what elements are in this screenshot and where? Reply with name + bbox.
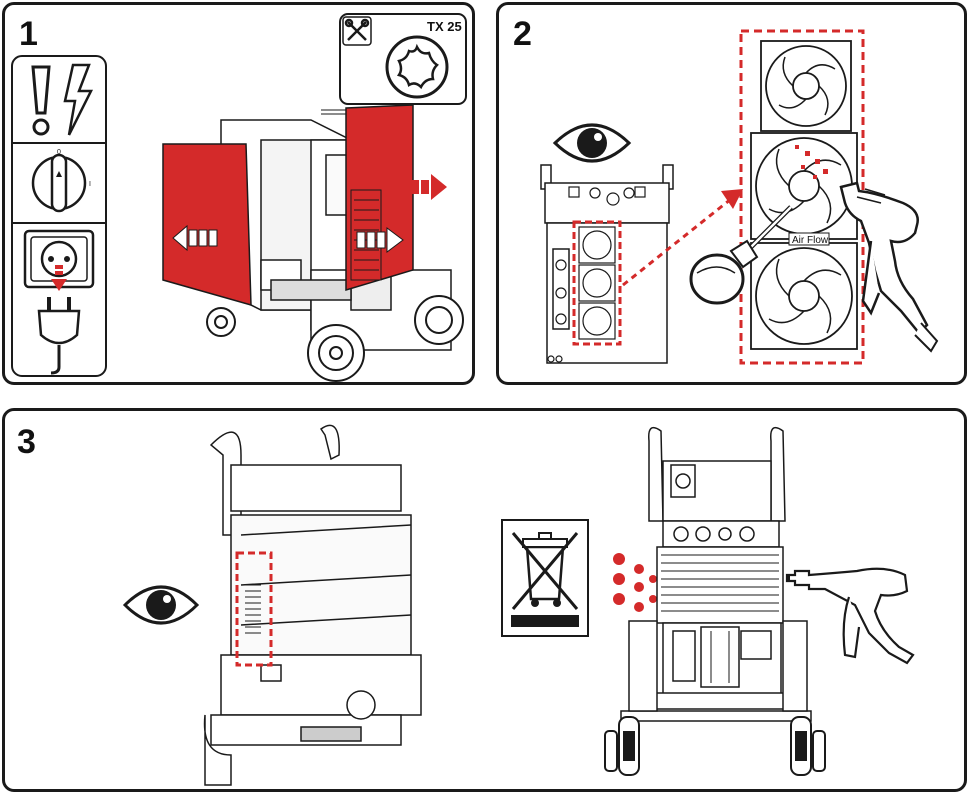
air-gun-icon — [839, 181, 939, 353]
machine-rear-view — [540, 164, 674, 364]
rear-fan-stack — [578, 226, 616, 340]
machine-front-view — [604, 426, 826, 776]
tool-size-label: TX 25 — [427, 19, 462, 34]
highlight-fans — [572, 220, 622, 346]
left-side-panel — [162, 143, 252, 307]
torx-icon — [396, 43, 439, 90]
eye-icon — [122, 585, 200, 625]
remove-right-arrow — [401, 174, 447, 200]
panel-step-1: 1 0 I — [2, 2, 475, 385]
svg-text:I: I — [89, 181, 91, 188]
tools-icon — [344, 18, 370, 41]
svg-text:0: 0 — [57, 149, 61, 156]
weee-bin-icon — [501, 519, 589, 637]
safety-column: 0 I — [11, 55, 107, 377]
machine-panel-removal — [162, 104, 464, 382]
highlight-side-vent — [235, 551, 273, 667]
step-number: 2 — [513, 15, 532, 53]
air-gun-icon — [785, 567, 915, 665]
machine-side-open — [203, 424, 422, 786]
remove-left-arrow — [172, 224, 218, 252]
warning-exclamation-icon — [31, 65, 51, 136]
electric-shock-icon — [63, 63, 94, 136]
panel-step-2: 2 — [496, 2, 967, 385]
fan-zoom: Air Flow — [739, 29, 865, 365]
remove-right-arrow-2 — [356, 227, 404, 253]
power-switch-icon: 0 I — [31, 149, 91, 213]
step-number: 1 — [19, 15, 38, 53]
spray-dots — [613, 553, 657, 612]
step-number: 3 — [17, 423, 36, 461]
fan-label: Air Flow — [792, 235, 829, 246]
screwdriver-icon — [689, 205, 793, 305]
unplug-icon — [23, 229, 95, 375]
panel-step-3: 3 — [2, 408, 967, 792]
eye-icon — [552, 123, 632, 163]
tool-box: TX 25 — [339, 13, 467, 105]
zoom-arrow — [622, 189, 743, 287]
